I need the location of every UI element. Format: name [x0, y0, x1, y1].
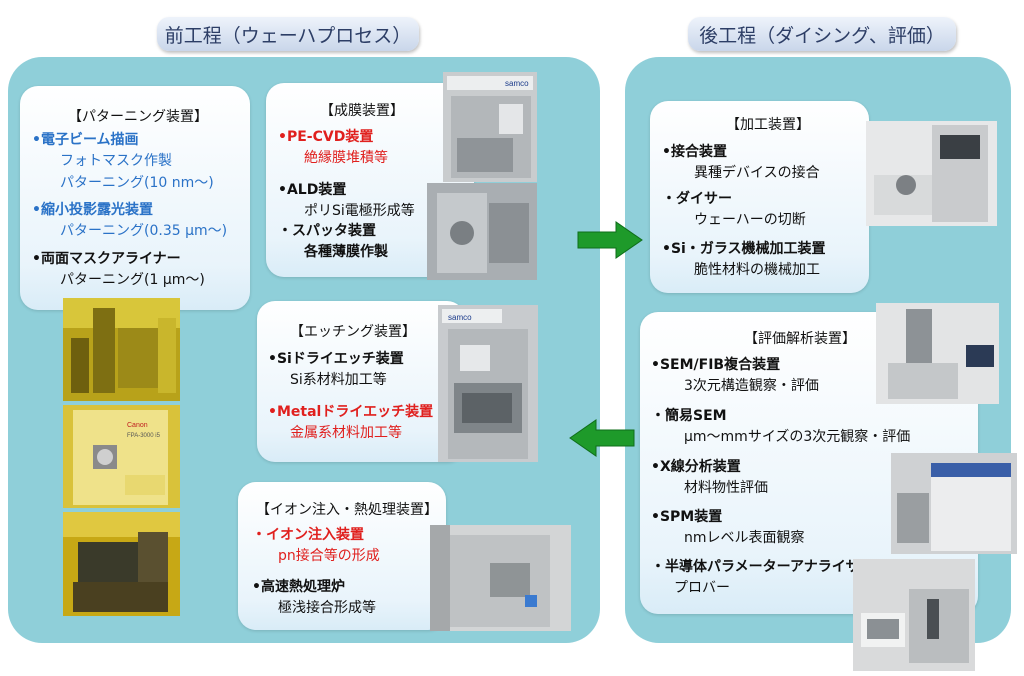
processing-card: [650, 101, 869, 293]
evaluation-sub-sem: μm～mmサイズの3次元観察・評価: [684, 429, 911, 445]
evaluation-item-xray: •X線分析装置: [651, 459, 741, 475]
etching-item-metal: •Metalドライエッチ装置: [268, 404, 434, 420]
stepper-photo: Canon FPA-3000 i5: [63, 405, 180, 508]
evaluation-item-analyzer: ・半導体パラメーターアナライザー: [651, 559, 874, 575]
processing-item-bonder: •接合装置: [662, 144, 727, 160]
evaluation-sub-prober: プロバー: [674, 580, 730, 596]
deposition-item-ald: •ALD装置: [278, 182, 347, 198]
evaluation-sub-xray: 材料物性評価: [684, 480, 768, 496]
evaluation-item-fib: •SEM/FIB複合装置: [651, 357, 781, 373]
implant-item-rta: •高速熱処理炉: [252, 579, 345, 595]
processing-item-machining: •Si・ガラス機械加工装置: [662, 241, 826, 257]
etcher-photo: samco: [438, 305, 538, 462]
deposition-item-sputter: ・スパッタ装置: [278, 223, 376, 239]
patterning-item-stepper: •縮小投影露光装置: [32, 202, 153, 218]
patterning-card: [20, 86, 250, 310]
ebeam-photo: [63, 298, 180, 401]
deposition-sub-polysi: ポリSi電極形成等: [304, 203, 415, 219]
processing-sub-bonder: 異種デバイスの接合: [694, 165, 820, 181]
etching-sub-si: Si系材料加工等: [290, 372, 387, 388]
front-process-header: 前工程（ウェーハプロセス）: [157, 17, 419, 51]
back-process-header: 後工程（ダイシング、評価）: [688, 17, 956, 51]
evaluation-item-spm: •SPM装置: [651, 509, 723, 525]
implant-sub-shallow: 極浅接合形成等: [278, 600, 376, 616]
right-arrow-icon: [577, 221, 643, 259]
canon-logo: Canon: [127, 422, 148, 429]
deposition-sub-films: 各種薄膜作製: [304, 244, 388, 260]
implant-sub-pn: pn接合等の形成: [278, 548, 380, 564]
evaluation-item-sem: ・簡易SEM: [651, 408, 727, 424]
processing-item-dicer: ・ダイサー: [662, 191, 732, 207]
pecvd-photo: samco: [443, 72, 537, 182]
implanter-photo: [430, 525, 571, 631]
deposition-title: 【成膜装置】: [320, 103, 404, 119]
patterning-sub-photomask: フォトマスク作製: [60, 153, 172, 169]
fib-photo: [876, 303, 999, 404]
etching-card: [257, 301, 465, 462]
patterning-title: 【パターニング装置】: [68, 109, 208, 125]
deposition-sub-insulator: 絶縁膜堆積等: [304, 150, 388, 166]
left-arrow-icon: [569, 419, 635, 457]
evaluation-title: 【評価解析装置】: [744, 331, 856, 347]
implant-card: [238, 482, 446, 630]
etching-title: 【エッチング装置】: [290, 324, 416, 340]
patterning-sub-035um: パターニング(0.35 μm～): [60, 223, 228, 239]
etching-item-si: •Siドライエッチ装置: [268, 351, 404, 367]
etching-sub-metal: 金属系材料加工等: [290, 425, 402, 441]
samco-logo-etch: samco: [448, 313, 472, 322]
evaluation-sub-fib: 3次元構造観察・評価: [684, 378, 819, 394]
patterning-item-ebeam: •電子ビーム描画: [32, 132, 139, 148]
evaluation-sub-spm: nmレベル表面観察: [684, 530, 805, 546]
implant-title: 【イオン注入・熱処理装置】: [256, 502, 438, 518]
patterning-sub-10nm: パターニング(10 nm～): [60, 175, 214, 191]
dicer-photo: [866, 121, 997, 226]
patterning-sub-1um: パターニング(1 μm～): [60, 272, 205, 288]
aligner-photo: [63, 512, 180, 616]
processing-sub-dicer: ウェーハーの切断: [694, 212, 806, 228]
patterning-item-aligner: •両面マスクアライナー: [32, 251, 181, 267]
processing-title: 【加工装置】: [726, 117, 810, 133]
ald-photo: [427, 183, 537, 280]
samco-logo: samco: [505, 79, 529, 88]
prober-photo: [853, 559, 975, 671]
xray-photo: [891, 453, 1017, 554]
implant-item-ion: ・イオン注入装置: [252, 527, 364, 543]
processing-sub-machining: 脆性材料の機械加工: [694, 262, 820, 278]
deposition-item-pecvd: •PE-CVD装置: [278, 129, 374, 145]
stepper-model-label: FPA-3000 i5: [127, 433, 161, 439]
